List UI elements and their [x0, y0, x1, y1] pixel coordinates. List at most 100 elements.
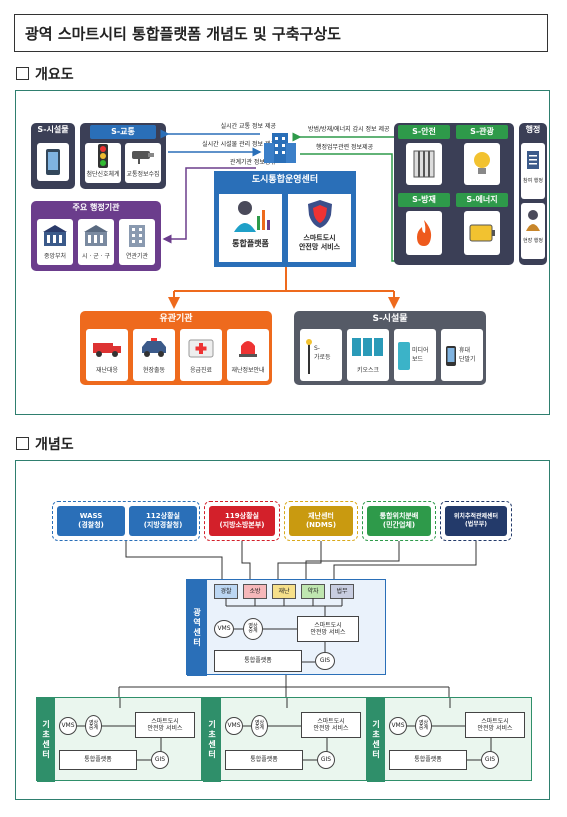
traffic-signal-tile: 첨단신호체계	[85, 143, 121, 183]
local-2-vms-node: VMS	[225, 717, 243, 735]
main-agencies-label: 주요 행정기관	[72, 203, 120, 212]
agency-ndms: 재난센터(NDMS)	[289, 506, 353, 536]
agency-tracking-sub: (법무부)	[464, 521, 488, 528]
streetlight-icon	[302, 337, 316, 375]
section-overview-label: 개요도	[35, 67, 74, 83]
page-title: 광역 스마트시티 통합플랫폼 개념도 및 구축구상도	[14, 14, 548, 52]
agency-112-name: 112상황실	[146, 511, 180, 520]
s-tourism-panel: S-관광	[456, 125, 508, 189]
traffic-signal-label: 첨단신호체계	[86, 171, 120, 178]
related-dispatch-label: 현장출동	[142, 367, 166, 374]
mobile-device-label: 휴대 단말기	[459, 347, 476, 363]
regional-relay-node: 영상 중계	[243, 618, 263, 640]
police-car-icon	[133, 329, 175, 365]
s-safety-panel: S-안전	[398, 125, 450, 189]
agency-tracking: 위치추적관제센터(법무부)	[445, 506, 507, 536]
jail-icon	[406, 143, 442, 185]
s-facility-bottom-label: S-시설물	[372, 314, 408, 324]
local-2-platform-box: 통합플랫폼	[225, 750, 303, 770]
related-orgs-panel: 유관기관 재난대응 현장출동 응급진료 재난정보안내	[80, 311, 272, 385]
local-center-2-label: 기초센터	[203, 698, 221, 782]
regional-center-label: 광역센터	[187, 580, 207, 676]
regional-vms-node: VMS	[214, 620, 234, 638]
related-alert-tile: 재난정보안내	[227, 329, 269, 381]
agency-location-dist: 통합위치분배(민간업체)	[367, 506, 431, 536]
agency-related-label: 연관기관	[125, 253, 149, 260]
siren-icon	[227, 329, 269, 365]
center-label: 도시통합운영센터	[251, 175, 319, 185]
agency-119: 119상황실(지방소방본부)	[209, 506, 275, 536]
local-3-relay-node: 영상 중계	[415, 715, 432, 737]
cctv-icon	[125, 143, 161, 169]
integrated-platform-box: 통합플랫폼	[218, 193, 283, 263]
s-energy-panel: S-에너지	[456, 193, 508, 261]
agency-119-name: 119상황실	[225, 511, 259, 520]
agency-group-disaster: 재난센터(NDMS)	[284, 501, 358, 541]
concept-diagram: WASS(경찰청) 112상황실(지방경찰청) 119상황실(지방소방본부) 재…	[15, 460, 550, 800]
battery-icon	[464, 211, 500, 255]
s-right-group: S-안전 S-관광 S-방재 S-에너지	[394, 123, 514, 265]
phone-icon	[37, 143, 69, 181]
local-center-1-lines	[77, 698, 162, 761]
regional-gis-node: GIS	[315, 652, 335, 670]
arrow-label-share-info: 관계기관 정보공유	[229, 159, 276, 166]
arrow-label-facility-info: 실시간 시설물 관리 정보 제공	[202, 141, 276, 148]
government-building-icon	[37, 219, 73, 251]
agency-location-sub: (민간업체)	[382, 521, 416, 529]
admin-participation-tile: 참여 행정	[521, 143, 545, 199]
overview-diagram: S-시설물 S-교통 첨단신호체계 교통정보수집 실시간 교통 정보 제공 실시…	[15, 90, 550, 415]
regional-platform-box: 통합플랫폼	[214, 650, 302, 672]
s-facility-label: S-시설물	[37, 125, 69, 134]
agency-tracking-name: 위치추적관제센터	[453, 513, 499, 521]
local-center-1: 기초센터 VMS 영상 중계 스마트도시 안전망 서비스 통합플랫폼 GIS	[36, 697, 202, 782]
arrow-label-monitoring: 방범/방재/에너지 감시 정보 제공	[308, 126, 390, 133]
mobile-phone-icon	[443, 339, 459, 373]
agency-location-name: 통합위치분배	[379, 511, 419, 520]
related-disaster-label: 재난대응	[95, 367, 119, 374]
arrow-label-traffic-info: 실시간 교통 정보 제공	[220, 123, 276, 130]
local-center-3-label: 기초센터	[367, 698, 385, 782]
tag-disaster: 재난	[272, 584, 296, 599]
safety-label: 스마트도시 안전망 서비스	[298, 234, 341, 252]
agency-112-sub: (지방경찰청)	[143, 521, 183, 529]
traffic-collect-tile: 교통정보수집	[125, 143, 161, 183]
related-dispatch-tile: 현장출동	[133, 329, 175, 381]
agency-group-police: WASS(경찰청) 112상황실(지방경찰청)	[52, 501, 200, 541]
admin-field-tile: 현장 행정	[521, 203, 545, 259]
agency-group-fire: 119상황실(지방소방본부)	[204, 501, 280, 541]
agency-112: 112상황실(지방경찰청)	[129, 506, 197, 536]
agency-group-location: 통합위치분배(민간업체)	[362, 501, 436, 541]
document-icon	[521, 143, 545, 177]
section-overview-heading: 개요도	[16, 64, 74, 84]
s-energy-label: S-에너지	[456, 193, 508, 207]
local-3-gis-node: GIS	[481, 751, 499, 769]
local-center-3: 기초센터 VMS 영상 중계 스마트도시 안전망 서비스 통합플랫폼 GIS	[366, 697, 532, 782]
local-center-1-label: 기초센터	[37, 698, 55, 782]
agency-wass: WASS(경찰청)	[57, 506, 125, 536]
local-3-vms-node: VMS	[389, 717, 407, 735]
safety-service-box: 스마트도시 안전망 서비스	[287, 193, 352, 263]
related-orgs-label: 유관기관	[159, 314, 193, 324]
agency-wass-name: WASS	[79, 511, 103, 520]
regional-inner-lines	[225, 598, 343, 663]
traffic-light-icon	[85, 143, 121, 169]
media-board-label: 미디어 보드	[412, 347, 429, 363]
agency-related-tile: 연관기관	[119, 219, 155, 265]
medical-kit-icon	[180, 329, 222, 365]
kiosk-tile: 키오스크	[347, 329, 389, 381]
kiosk-label: 키오스크	[356, 367, 380, 374]
related-disaster-tile: 재난대응	[86, 329, 128, 381]
kiosk-icon	[347, 329, 389, 365]
s-safety-label: S-안전	[398, 125, 450, 139]
s-traffic-panel: S-교통 첨단신호체계 교통정보수집	[80, 123, 166, 189]
local-2-gis-node: GIS	[317, 751, 335, 769]
tag-vulnerable: 약자	[301, 584, 325, 599]
fire-truck-icon	[86, 329, 128, 365]
platform-label: 통합플랫폼	[232, 239, 269, 248]
shield-icon	[288, 194, 351, 234]
regional-center: 광역센터 경찰 소방 재난 약자 법무 VMS 영상 중계 스마트도시 안전망 …	[186, 579, 386, 676]
admin-panel: 행정 참여 행정 현장 행정	[519, 123, 547, 265]
related-alert-label: 재난정보안내	[231, 367, 265, 374]
related-emergency-label: 응급진료	[189, 367, 213, 374]
related-emergency-tile: 응급진료	[180, 329, 222, 381]
